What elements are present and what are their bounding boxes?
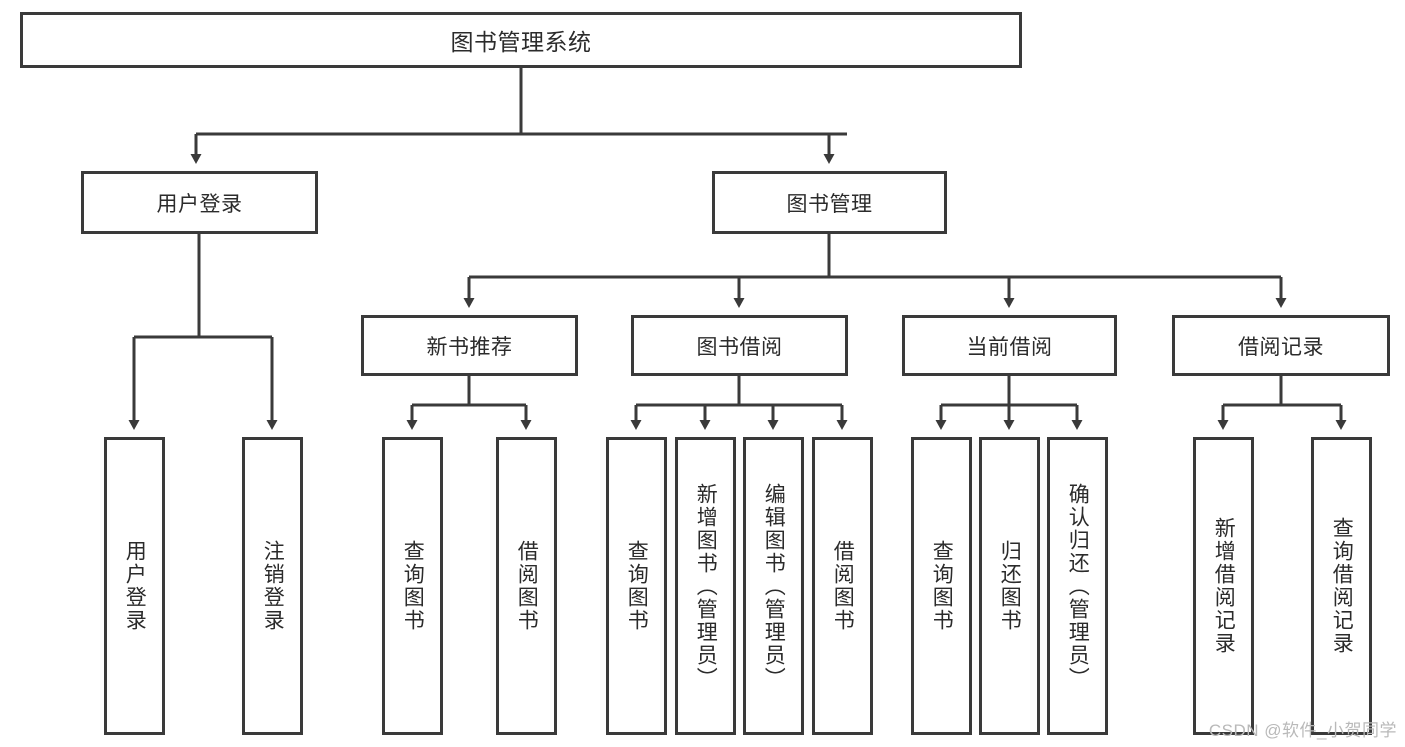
leaf-book-borrow-edit[interactable]: 编辑图书（管理员） <box>743 437 804 735</box>
node-label: 查询借阅记录 <box>1330 517 1354 655</box>
leaf-book-borrow-borrow[interactable]: 借阅图书 <box>812 437 873 735</box>
node-label: 图书借阅 <box>696 335 783 359</box>
node-label: 借阅图书 <box>831 540 855 632</box>
leaf-user-login-login[interactable]: 用户登录 <box>104 437 165 735</box>
leaf-current-borrow-query[interactable]: 查询图书 <box>911 437 972 735</box>
node-label: 当前借阅 <box>966 335 1053 359</box>
node-current-borrow[interactable]: 当前借阅 <box>902 315 1117 376</box>
node-user-login[interactable]: 用户登录 <box>81 171 318 234</box>
leaf-current-borrow-return[interactable]: 归还图书 <box>979 437 1040 735</box>
leaf-new-book-query[interactable]: 查询图书 <box>382 437 443 735</box>
leaf-current-borrow-confirm-return[interactable]: 确认归还（管理员） <box>1047 437 1108 735</box>
node-label: 查询图书 <box>401 540 425 632</box>
node-label: 用户登录 <box>156 192 243 216</box>
leaf-borrow-records-add[interactable]: 新增借阅记录 <box>1193 437 1254 735</box>
leaf-new-book-borrow[interactable]: 借阅图书 <box>496 437 557 735</box>
node-book-borrow[interactable]: 图书借阅 <box>631 315 848 376</box>
node-label: 查询图书 <box>625 540 649 632</box>
node-label: 新增图书（管理员） <box>694 482 718 690</box>
leaf-book-borrow-add[interactable]: 新增图书（管理员） <box>675 437 736 735</box>
node-label: 确认归还（管理员） <box>1066 482 1090 690</box>
node-label: 注销登录 <box>261 540 285 632</box>
node-label: 用户登录 <box>123 540 147 632</box>
node-label: 借阅记录 <box>1238 335 1324 359</box>
node-new-book-recommend[interactable]: 新书推荐 <box>361 315 578 376</box>
node-label: 图书管理 <box>786 192 873 216</box>
node-book-management[interactable]: 图书管理 <box>712 171 947 234</box>
leaf-book-borrow-query[interactable]: 查询图书 <box>606 437 667 735</box>
leaf-borrow-records-query[interactable]: 查询借阅记录 <box>1311 437 1372 735</box>
leaf-user-login-logout[interactable]: 注销登录 <box>242 437 303 735</box>
node-label: 新书推荐 <box>426 335 513 359</box>
node-borrow-records[interactable]: 借阅记录 <box>1172 315 1390 376</box>
node-root-system[interactable]: 图书管理系统 <box>20 12 1022 68</box>
watermark: CSDN @软件_小贺同学 <box>1208 721 1397 740</box>
node-label: 编辑图书（管理员） <box>762 482 786 690</box>
node-label: 借阅图书 <box>515 540 539 632</box>
node-label: 查询图书 <box>930 540 954 632</box>
node-label: 新增借阅记录 <box>1212 517 1236 655</box>
node-label: 归还图书 <box>998 540 1022 632</box>
node-label: 图书管理系统 <box>450 29 592 55</box>
